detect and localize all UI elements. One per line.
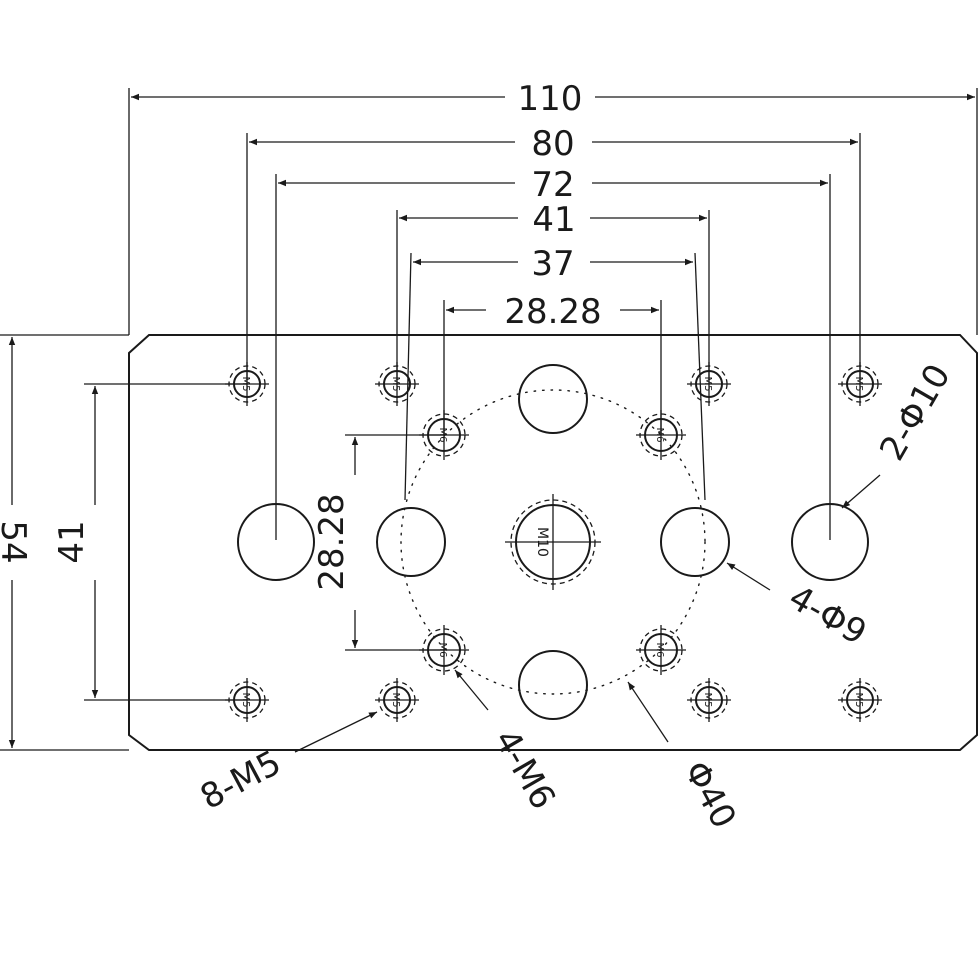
hole-d10-left: [237, 503, 315, 581]
bolt-circle: [400, 389, 706, 695]
dim-110-label: 110: [518, 79, 583, 119]
m5-hole-8-label: M5: [853, 693, 864, 708]
m5-hole-4: M5: [838, 362, 882, 406]
m5-hole-5-label: M5: [240, 693, 251, 708]
dim-m5-inner-spacing: 41: [399, 200, 707, 240]
callout-m6: 4-M6: [454, 669, 563, 817]
callout-bolt-circle: Φ40: [627, 681, 744, 836]
dim-overall-height: 54: [0, 337, 33, 748]
dim-80-label: 80: [531, 124, 574, 164]
m5-hole-8: M5: [838, 678, 882, 722]
dim-41-left-label: 41: [52, 520, 92, 563]
m5-hole-7: M5: [687, 678, 731, 722]
dim-d10-spacing: 72: [278, 165, 828, 205]
m6-hole-4: M6: [636, 625, 686, 675]
m5-hole-6: M5: [375, 678, 419, 722]
m6-hole-3-label: M6: [437, 643, 448, 658]
m6-hole-2: M6: [636, 410, 686, 460]
dim-overall-width: 110: [131, 79, 975, 119]
callout-m5-label: 8-M5: [194, 743, 288, 818]
dim-m6-x-spacing: 28.28: [446, 292, 659, 332]
callout-m5: 8-M5: [194, 711, 378, 818]
hole-d9-left: [376, 507, 446, 577]
m5-hole-1: M5: [225, 362, 269, 406]
m6-hole-1: M6: [419, 410, 469, 460]
dim-28-28-top-label: 28.28: [504, 292, 601, 332]
m5-hole-6-label: M5: [390, 693, 401, 708]
m6-hole-2-label: M6: [654, 428, 665, 443]
callout-d10-label: 2-Φ10: [872, 357, 959, 467]
hole-d10-right: [791, 503, 869, 581]
callout-d9-label: 4-Φ9: [782, 578, 873, 654]
dim-28-28-left-label: 28.28: [312, 493, 352, 590]
plate-outline: [128, 334, 978, 751]
hole-d9-bottom: [518, 650, 588, 720]
m5-hole-5: M5: [225, 678, 269, 722]
m6-hole-1-label: M6: [437, 428, 448, 443]
m6-hole-4-label: M6: [654, 643, 665, 658]
callout-m6-label: 4-M6: [486, 723, 563, 817]
dim-37-label: 37: [531, 244, 574, 284]
m5-hole-4-label: M5: [853, 377, 864, 392]
hole-d9-top: [518, 364, 588, 434]
m5-hole-3: M5: [687, 362, 731, 406]
dim-m6-y-spacing: 28.28: [312, 437, 359, 648]
m5-hole-7-label: M5: [702, 693, 713, 708]
dim-41-top-label: 41: [532, 200, 575, 240]
m6-hole-3: M6: [419, 625, 469, 675]
dim-d9-spacing: 37: [413, 244, 693, 284]
m5-hole-1-label: M5: [240, 377, 251, 392]
hole-d9-right: [660, 507, 730, 577]
dim-72-label: 72: [531, 165, 574, 205]
m5-hole-2-label: M5: [390, 377, 401, 392]
extension-lines: [0, 88, 978, 751]
dim-54-label: 54: [0, 520, 33, 563]
dim-m5-y-spacing: 41: [52, 386, 99, 698]
callout-d9: 4-Φ9: [726, 562, 873, 654]
m5-hole-3-label: M5: [702, 377, 713, 392]
dim-m5-x-spacing: 80: [249, 124, 858, 164]
center-m10-hole: M10: [505, 494, 601, 590]
center-m10-label: M10: [534, 527, 550, 557]
callout-bolt-circle-label: Φ40: [676, 755, 744, 836]
m5-hole-2: M5: [375, 362, 419, 406]
